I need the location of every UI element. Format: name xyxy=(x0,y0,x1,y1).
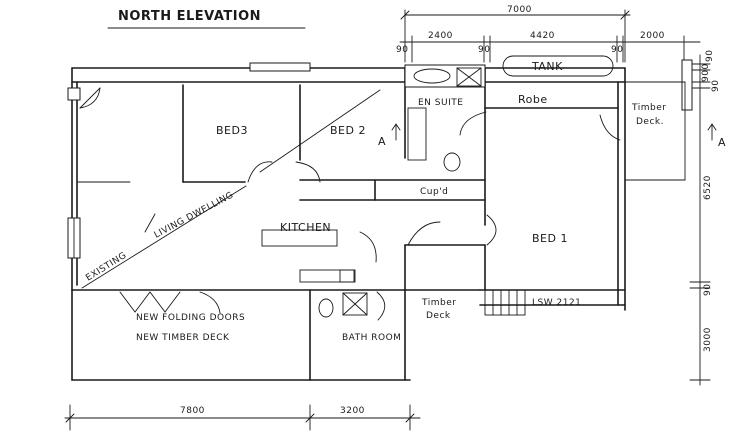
label-ensuite: EN SUITE xyxy=(418,98,463,108)
doors xyxy=(79,87,621,321)
windows xyxy=(67,59,693,259)
dim-top-90-c: 90 xyxy=(611,45,623,55)
dim-top-seg2: 4420 xyxy=(530,31,555,41)
dim-top-seg3: 2000 xyxy=(640,31,665,41)
section-marker-a-right: A xyxy=(718,136,726,149)
label-bathroom: BATH ROOM xyxy=(342,333,401,343)
label-living-dwelling: LIVING DWELLING xyxy=(153,190,236,240)
interior-walls xyxy=(76,64,619,381)
water-tank: TANK xyxy=(502,55,614,77)
label-kitchen: KITCHEN xyxy=(280,221,331,234)
dim-top-total: 7000 xyxy=(507,5,532,15)
label-bed1: BED 1 xyxy=(532,232,568,245)
label-timber-deck-2-line2: Deck xyxy=(426,311,451,321)
dim-top-seg1: 2400 xyxy=(428,31,453,41)
dim-right-6520: 6520 xyxy=(703,175,713,200)
dim-right-90-b: 90 xyxy=(711,80,721,92)
dim-right-90-c: 90 xyxy=(703,284,713,296)
label-bed3: BED3 xyxy=(216,124,248,137)
dim-right-900: 900 xyxy=(701,63,711,82)
right-dimensions: 90 900 90 6520 90 3000 xyxy=(689,50,721,386)
label-timber-deck-2-line1: Timber xyxy=(421,298,456,308)
dim-top-90-b: 90 xyxy=(478,45,490,55)
dim-right-90-a: 90 xyxy=(705,50,715,62)
label-robe: Robe xyxy=(518,93,548,106)
decks xyxy=(71,81,686,381)
dim-bottom-7800: 7800 xyxy=(180,406,205,416)
label-bed2: BED 2 xyxy=(330,124,366,137)
label-existing: EXISTING xyxy=(84,251,128,284)
label-new-timber-deck: NEW TIMBER DECK xyxy=(136,333,230,343)
label-new-folding-doors: NEW FOLDING DOORS xyxy=(136,313,245,323)
section-marker-a-left: A xyxy=(378,135,386,148)
label-timber-deck-east-line2: Deck. xyxy=(636,117,664,127)
dim-bottom-3200: 3200 xyxy=(340,406,365,416)
outer-walls xyxy=(71,67,626,311)
section-markers: A A xyxy=(378,123,726,149)
drawing-title: NORTH ELEVATION xyxy=(118,9,261,24)
label-tank: TANK xyxy=(531,60,563,73)
top-dimensions: 7000 2400 4420 2000 90 90 90 xyxy=(396,5,701,63)
label-timber-deck-east-line1: Timber xyxy=(631,103,666,113)
label-cupd: Cup'd xyxy=(420,187,448,197)
dim-top-90-a: 90 xyxy=(396,45,408,55)
label-lsw: LSW 2121 xyxy=(532,298,581,308)
dim-right-3000: 3000 xyxy=(703,327,713,352)
bottom-dimensions: 7800 3200 xyxy=(64,404,421,431)
